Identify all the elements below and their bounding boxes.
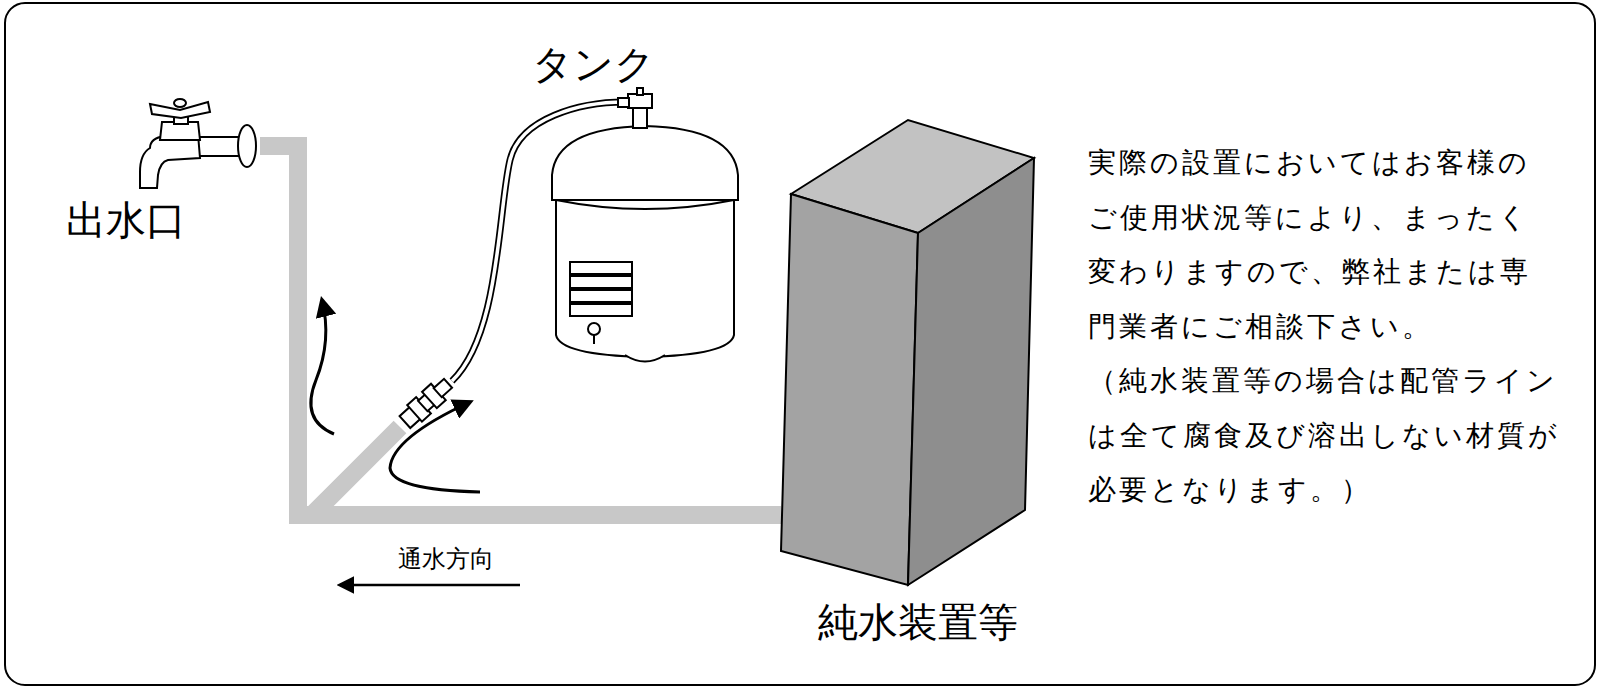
note-text: 実際の設置においてはお客様の ご使用状況等により、まったく 変わりますので、弊社… [1088,136,1566,354]
flow-direction-label: 通水方向 [398,545,494,574]
tank [552,88,738,362]
pipe-line [260,146,781,515]
direction-arrow [340,584,520,587]
note-block: 実際の設置においてはお客様の ご使用状況等により、まったく 変わりますので、弊社… [1088,136,1566,518]
flow-arrow [390,402,480,492]
flow-arrow [311,300,334,434]
pipe-line [312,427,781,515]
part-label: タンク [532,40,655,88]
device-box [781,120,1034,585]
device-node: 純水装置等 [781,118,1036,588]
note-text: （純水装置等の場合は配管ライン は全て腐食及び溶出しない材質が 必要となります。… [1088,354,1566,518]
water-pipe [260,146,781,515]
frame [5,3,1595,685]
faucet [140,99,256,188]
tank-node: タンク [548,96,742,364]
branch-fitting [398,375,456,430]
tank-branch-pipe [312,102,781,515]
part-label: 純水装置等 [818,598,1018,646]
part-label: 出水口 [66,196,186,244]
faucet-node: 出水口 [118,92,260,192]
